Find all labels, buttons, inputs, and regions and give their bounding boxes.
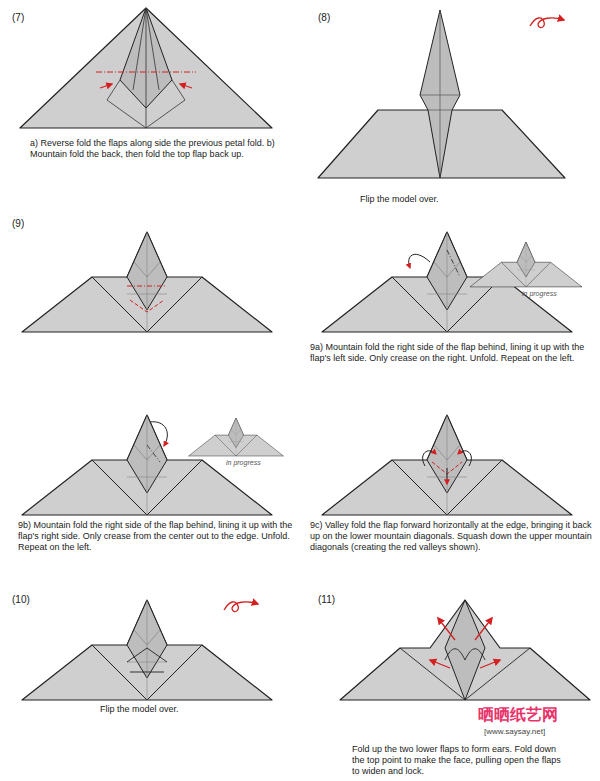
watermark: 晒晒纸艺网: [478, 705, 593, 725]
step-caption: 9c) Valley fold the flap forward horizon…: [310, 520, 592, 553]
watermark-url: [www.saysay.net]: [484, 727, 594, 737]
step-number: (11): [318, 594, 358, 606]
step-9a-figure: [322, 232, 582, 332]
step-9-figure: [22, 232, 272, 332]
step-caption: Flip the model over.: [100, 704, 300, 715]
step-caption: Fold up the two lower flaps to form ears…: [352, 744, 567, 777]
step-caption: 9a) Mountain fold the right side of the …: [310, 342, 590, 364]
step-number: (8): [318, 12, 358, 24]
step-11-figure: [340, 600, 590, 700]
step-caption: Flip the model over.: [360, 194, 560, 205]
step-9c-figure: [322, 415, 572, 515]
step-caption: a) Reverse fold the flaps along side the…: [30, 138, 285, 160]
step-number: (10): [12, 594, 52, 606]
step-8-figure: [318, 10, 565, 178]
step-caption: 9b) Mountain fold the right side of the …: [18, 520, 293, 553]
progress-note: in progress: [522, 290, 592, 299]
step-number: (9): [12, 218, 52, 230]
step-7-figure: [20, 8, 272, 128]
step-number: (7): [12, 12, 52, 24]
step-10-figure: [22, 600, 272, 700]
progress-note: in progress: [226, 459, 296, 468]
